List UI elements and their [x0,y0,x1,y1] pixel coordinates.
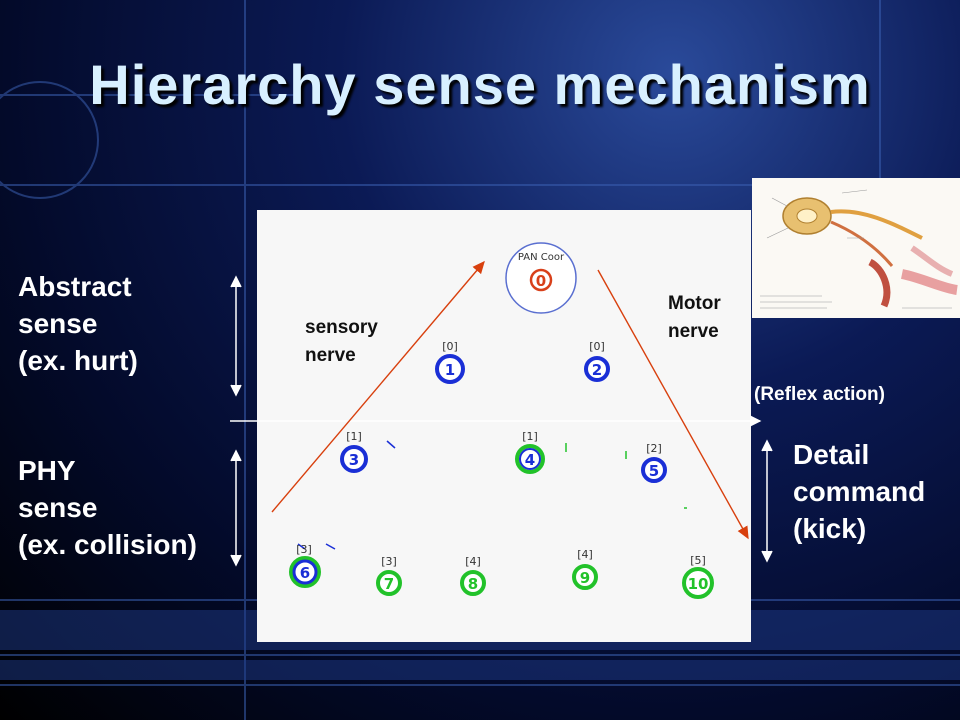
phy-sense-label: PHY sense (ex. collision) [18,452,197,563]
slide-title: Hierarchy sense mechanism [89,53,871,116]
abstract-line-2: sense [18,308,98,339]
phy-line-2: sense [18,492,98,523]
detail-command-label: Detail command (kick) [793,436,925,547]
detail-line-3: (kick) [793,513,867,544]
detail-line-2: command [793,476,926,507]
spinal-cord-drawing [782,197,958,308]
sensory-line-2: nerve [305,345,356,366]
phy-line-1: PHY [18,455,76,486]
motor-line-1: Motor [668,293,721,314]
reflex-action-label: (Reflex action) [754,384,885,405]
reflex-arc-illustration [752,178,960,318]
detail-line-1: Detail [793,439,870,470]
sensory-nerve-label: sensory nerve [305,314,378,370]
abstract-line-1: Abstract [18,271,132,302]
motor-nerve-label: Motor nerve [668,290,721,346]
phy-line-3: (ex. collision) [18,529,197,560]
abstract-line-3: (ex. hurt) [18,345,138,376]
motor-line-2: nerve [668,321,719,342]
network-diagram-panel [257,210,751,642]
sensory-line-1: sensory [305,317,378,338]
abstract-sense-label: Abstract sense (ex. hurt) [18,268,138,379]
